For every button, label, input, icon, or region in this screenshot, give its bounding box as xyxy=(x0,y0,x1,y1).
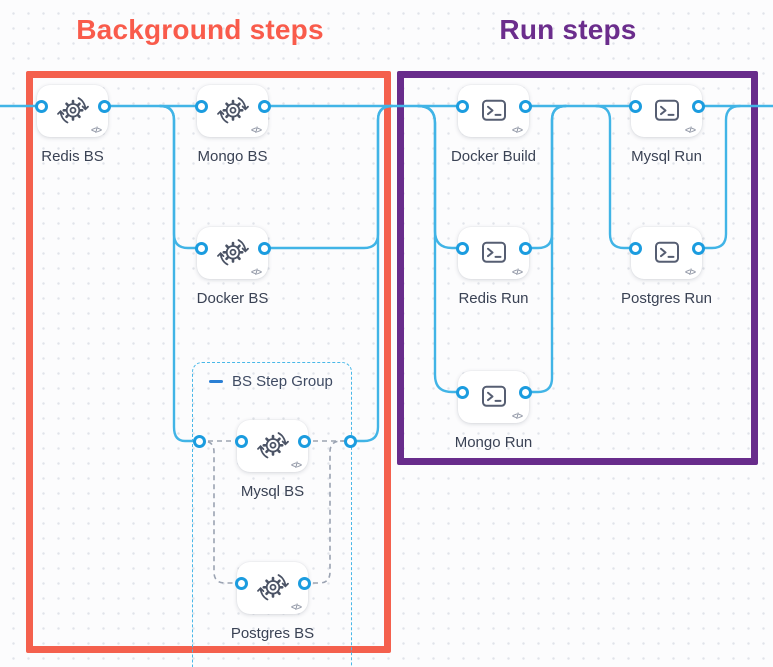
node-label-mongo-bs: Mongo BS xyxy=(197,148,268,165)
node-input-port[interactable] xyxy=(34,99,48,113)
node-output-port[interactable] xyxy=(691,99,705,113)
edge xyxy=(416,104,464,394)
node-input-port[interactable] xyxy=(194,99,208,113)
node-label-mongo-run: Mongo Run xyxy=(454,434,533,451)
code-badge-icon: </> xyxy=(684,267,696,277)
node-input-port[interactable] xyxy=(455,385,469,399)
group-collapse-icon[interactable] xyxy=(209,379,223,384)
code-badge-icon: </> xyxy=(90,125,102,135)
edge xyxy=(348,104,394,443)
background-service-icon xyxy=(215,234,251,270)
edge xyxy=(262,104,394,250)
node-input-port[interactable] xyxy=(628,99,642,113)
node-label-docker-bs: Docker BS xyxy=(196,290,269,307)
code-badge-icon: </> xyxy=(511,411,523,421)
node-label-postgres-run: Postgres Run xyxy=(621,290,712,307)
background-steps-box xyxy=(26,71,391,653)
bs-step-group[interactable]: BS Step Group xyxy=(192,362,352,667)
node-label-redis-run: Redis Run xyxy=(458,290,529,307)
background-service-icon xyxy=(55,92,91,128)
edge xyxy=(304,440,350,584)
terminal-icon xyxy=(649,92,685,128)
node-output-port[interactable] xyxy=(518,99,532,113)
node-card-docker-build[interactable]: </> xyxy=(458,85,529,137)
node-card-mysql-bs[interactable]: </> xyxy=(237,420,308,472)
node-card-docker-bs[interactable]: </> xyxy=(197,227,268,279)
node-label-mysql-bs: Mysql BS xyxy=(240,483,305,500)
node-input-port[interactable] xyxy=(628,241,642,255)
edge xyxy=(416,104,464,250)
node-card-postgres-bs[interactable]: </> xyxy=(237,562,308,614)
edge xyxy=(523,104,568,394)
background-steps-title: Background steps xyxy=(76,14,324,45)
edge xyxy=(199,440,241,584)
code-badge-icon: </> xyxy=(290,602,302,612)
node-output-port[interactable] xyxy=(297,434,311,448)
node-input-port[interactable] xyxy=(234,576,248,590)
node-card-mysql-run[interactable]: </> xyxy=(631,85,702,137)
node-input-port[interactable] xyxy=(194,241,208,255)
node-output-port[interactable] xyxy=(518,241,532,255)
edge xyxy=(158,104,201,443)
node-card-redis-run[interactable]: </> xyxy=(458,227,529,279)
run-steps-box xyxy=(397,71,758,465)
group-boundary-port[interactable] xyxy=(192,434,206,448)
node-input-port[interactable] xyxy=(455,241,469,255)
code-badge-icon: </> xyxy=(250,125,262,135)
node-output-port[interactable] xyxy=(257,99,271,113)
node-output-port[interactable] xyxy=(518,385,532,399)
node-output-port[interactable] xyxy=(691,241,705,255)
edge xyxy=(523,104,568,250)
group-boundary-port[interactable] xyxy=(343,434,357,448)
node-output-port[interactable] xyxy=(97,99,111,113)
node-card-mongo-bs[interactable]: </> xyxy=(197,85,268,137)
edge xyxy=(158,104,203,250)
node-output-port[interactable] xyxy=(257,241,271,255)
terminal-icon xyxy=(476,92,512,128)
node-input-port[interactable] xyxy=(234,434,248,448)
node-card-redis-bs[interactable]: </> xyxy=(37,85,108,137)
background-service-icon xyxy=(255,427,291,463)
code-badge-icon: </> xyxy=(290,460,302,470)
edge xyxy=(696,104,742,250)
node-label-docker-build: Docker Build xyxy=(450,148,537,165)
code-badge-icon: </> xyxy=(250,267,262,277)
group-label: BS Step Group xyxy=(232,373,333,390)
node-card-postgres-run[interactable]: </> xyxy=(631,227,702,279)
node-card-mongo-run[interactable]: </> xyxy=(458,371,529,423)
node-input-port[interactable] xyxy=(455,99,469,113)
node-label-postgres-bs: Postgres BS xyxy=(230,625,315,642)
node-label-mysql-run: Mysql Run xyxy=(631,148,702,165)
code-badge-icon: </> xyxy=(684,125,696,135)
run-steps-title: Run steps xyxy=(499,14,637,45)
code-badge-icon: </> xyxy=(511,267,523,277)
terminal-icon xyxy=(476,378,512,414)
node-output-port[interactable] xyxy=(297,576,311,590)
group-header: BS Step Group xyxy=(209,373,333,390)
edge xyxy=(594,104,637,250)
background-service-icon xyxy=(215,92,251,128)
terminal-icon xyxy=(476,234,512,270)
background-service-icon xyxy=(255,569,291,605)
node-label-redis-bs: Redis BS xyxy=(41,148,104,165)
terminal-icon xyxy=(649,234,685,270)
code-badge-icon: </> xyxy=(511,125,523,135)
